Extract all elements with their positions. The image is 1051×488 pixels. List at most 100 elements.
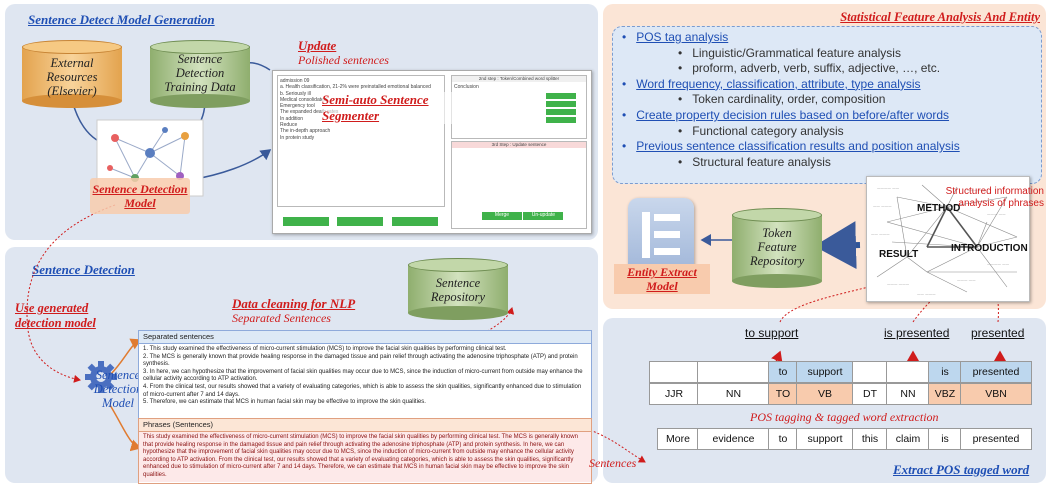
pos-tag-cell: JJR [649, 383, 699, 405]
doc-line: In protein study [280, 134, 315, 141]
sentences-label: Sentences [589, 456, 637, 470]
pos-word-cell: evidence [697, 428, 770, 450]
segmenter-button[interactable] [283, 217, 329, 226]
pos-tag-cell: DT [852, 383, 888, 405]
segmenter-button[interactable] [337, 217, 384, 226]
svg-text:——— ——: ——— —— [967, 188, 986, 192]
analysis-item: • Structural feature analysis [678, 154, 831, 169]
cylinder-sentence-repository: Sentence Repository [408, 258, 508, 320]
green-button[interactable] [546, 100, 576, 107]
tree-structure-icon [642, 212, 680, 258]
pos-top-cell [886, 361, 930, 383]
doc-line: The in-depth approach [280, 128, 331, 135]
sentence-item: 3. In here, we can hypothesize that the … [143, 368, 583, 383]
green-button[interactable] [546, 92, 576, 99]
pos-word-cell: this [852, 428, 888, 450]
detection-model-label: Sentence Detection Model [92, 182, 188, 210]
separated-sentences-title: Separated sentences [139, 331, 591, 344]
pos-top-cell [697, 361, 770, 383]
extracted-is-presented: is presented [884, 326, 950, 340]
pos-word-cell: More [657, 428, 699, 450]
segmenter-button[interactable] [391, 217, 438, 226]
doc-line: The expanded death rates [280, 109, 339, 116]
svg-text:—— ———: —— ——— [871, 232, 890, 236]
pos-word-cell: presented [960, 428, 1032, 450]
separated-sentences-list: 1. This study examined the effectiveness… [139, 344, 591, 409]
unupdate-button[interactable]: Un-update [523, 212, 564, 221]
svg-text:——— ———: ——— ——— [887, 282, 910, 286]
data-cleaning-label: Data cleaning for NLP [232, 296, 356, 311]
analysis-item: • Linguistic/Grammatical feature analysi… [678, 45, 901, 60]
analysis-head: • Create property decision rules based o… [622, 107, 950, 122]
update-label: Update [298, 38, 337, 53]
pos-tagging-label: POS tagging & tagged word extraction [750, 410, 939, 424]
pos-tag-cell: VBN [960, 383, 1032, 405]
segmenter-panel-buttons: Merge Un-update [452, 212, 586, 221]
pos-tag-cell: VBZ [928, 383, 962, 405]
cylinder-external-resources: External Resources (Elsevier) [22, 40, 122, 108]
sentence-item: 2. The MCS is generally known that provi… [143, 353, 578, 368]
analysis-item: • proform, adverb, verb, suffix, adjecti… [678, 61, 941, 76]
pos-word-cell: to [768, 428, 798, 450]
network-lines: ———— ————— ———— ——— ——— ———— ——————— —— … [871, 184, 1018, 296]
sentence-item: 1. This study examined the effectiveness… [143, 346, 507, 352]
pos-tag-cell: NN [886, 383, 930, 405]
pos-top-cell: to [768, 361, 798, 383]
analysis-head: • POS tag analysis [622, 30, 729, 44]
cylinder-training-label: Sentence Detection Training Data [164, 52, 236, 94]
doc-line: Reduce [280, 122, 298, 129]
polished-sentences-label: Polished sentences [298, 53, 389, 67]
result-node-label: RESULT [879, 249, 919, 260]
separated-sentences-sublabel: Separated Sentences [232, 311, 331, 325]
token-repository-label: Token Feature Repository [750, 226, 805, 268]
analysis-item: • Token cardinality, order, composition [678, 92, 886, 107]
pos-tag-cell: NN [697, 383, 770, 405]
phrases-text: This study examined the effectiveness of… [139, 432, 591, 482]
svg-text:—— ———: —— ——— [917, 292, 936, 296]
green-button[interactable] [546, 108, 576, 115]
structured-info-label: Structured information analysis of phras… [945, 186, 1044, 209]
sentence-repository-label: Sentence Repository [430, 276, 486, 304]
green-button[interactable] [546, 116, 576, 123]
pos-top-cell: is [928, 361, 962, 383]
entity-model-icon [628, 198, 694, 276]
phrases-title: Phrases (Sentences) [139, 419, 591, 432]
pos-top-cell [852, 361, 888, 383]
segmenter-panel-body: Conclusion [452, 82, 586, 126]
pos-top-cell [649, 361, 699, 383]
gear-model-label: Sentence Detection Model [93, 368, 143, 410]
pos-top-cell: support [796, 361, 854, 383]
segmenter-panel-1: 2nd step : Token/Combined word splitter … [451, 75, 587, 139]
merge-button[interactable]: Merge [482, 212, 522, 221]
method-node-label: METHOD [917, 203, 961, 214]
pos-word-cell: claim [886, 428, 930, 450]
analysis-box [612, 26, 1042, 184]
doc-line: Emergency tool [280, 103, 315, 110]
panel-title-detect-model: Sentence Detect Model Generation [28, 12, 215, 27]
panel-title-pos: Extract POS tagged word [893, 462, 1030, 477]
entity-model-label: Entity Extract Model [614, 264, 710, 294]
introduction-node-label: INTRODUCTION [951, 243, 1028, 254]
segmenter-panel-2: 3rd Step : Update sentence Merge Un-upda… [451, 141, 587, 229]
detection-model-backdrop [90, 178, 190, 214]
doc-line: b. Seriously ill [280, 90, 311, 97]
pos-tag-cell: TO [768, 383, 798, 405]
sentence-item: 4. From the clinical test, our results s… [143, 383, 582, 398]
cylinder-token-repository: Token Feature Repository [732, 208, 822, 288]
cylinder-training-data: Sentence Detection Training Data [150, 40, 250, 108]
extracted-presented: presented [971, 326, 1025, 340]
svg-text:———— ——: ———— —— [987, 262, 1010, 266]
pos-word-cell: is [928, 428, 962, 450]
segmenter-panel-body [452, 148, 586, 212]
doc-line: Medical consolidated [280, 96, 327, 103]
pos-top-cell: presented [960, 361, 1032, 383]
analysis-list: • POS tag analysis • Linguistic/Grammati… [622, 30, 1034, 170]
segmenter-bottom-buttons [283, 213, 443, 226]
extracted-to-support: to support [745, 326, 799, 340]
svg-text:—— ———: —— ——— [873, 204, 892, 208]
analysis-item: • Functional category analysis [678, 123, 844, 138]
use-generated-label: Use generated detection model [15, 301, 96, 330]
doc-line: In addition [280, 115, 304, 122]
svg-text:——— ——: ——— —— [957, 278, 976, 282]
conclusion-text: Conclusion [454, 84, 479, 91]
